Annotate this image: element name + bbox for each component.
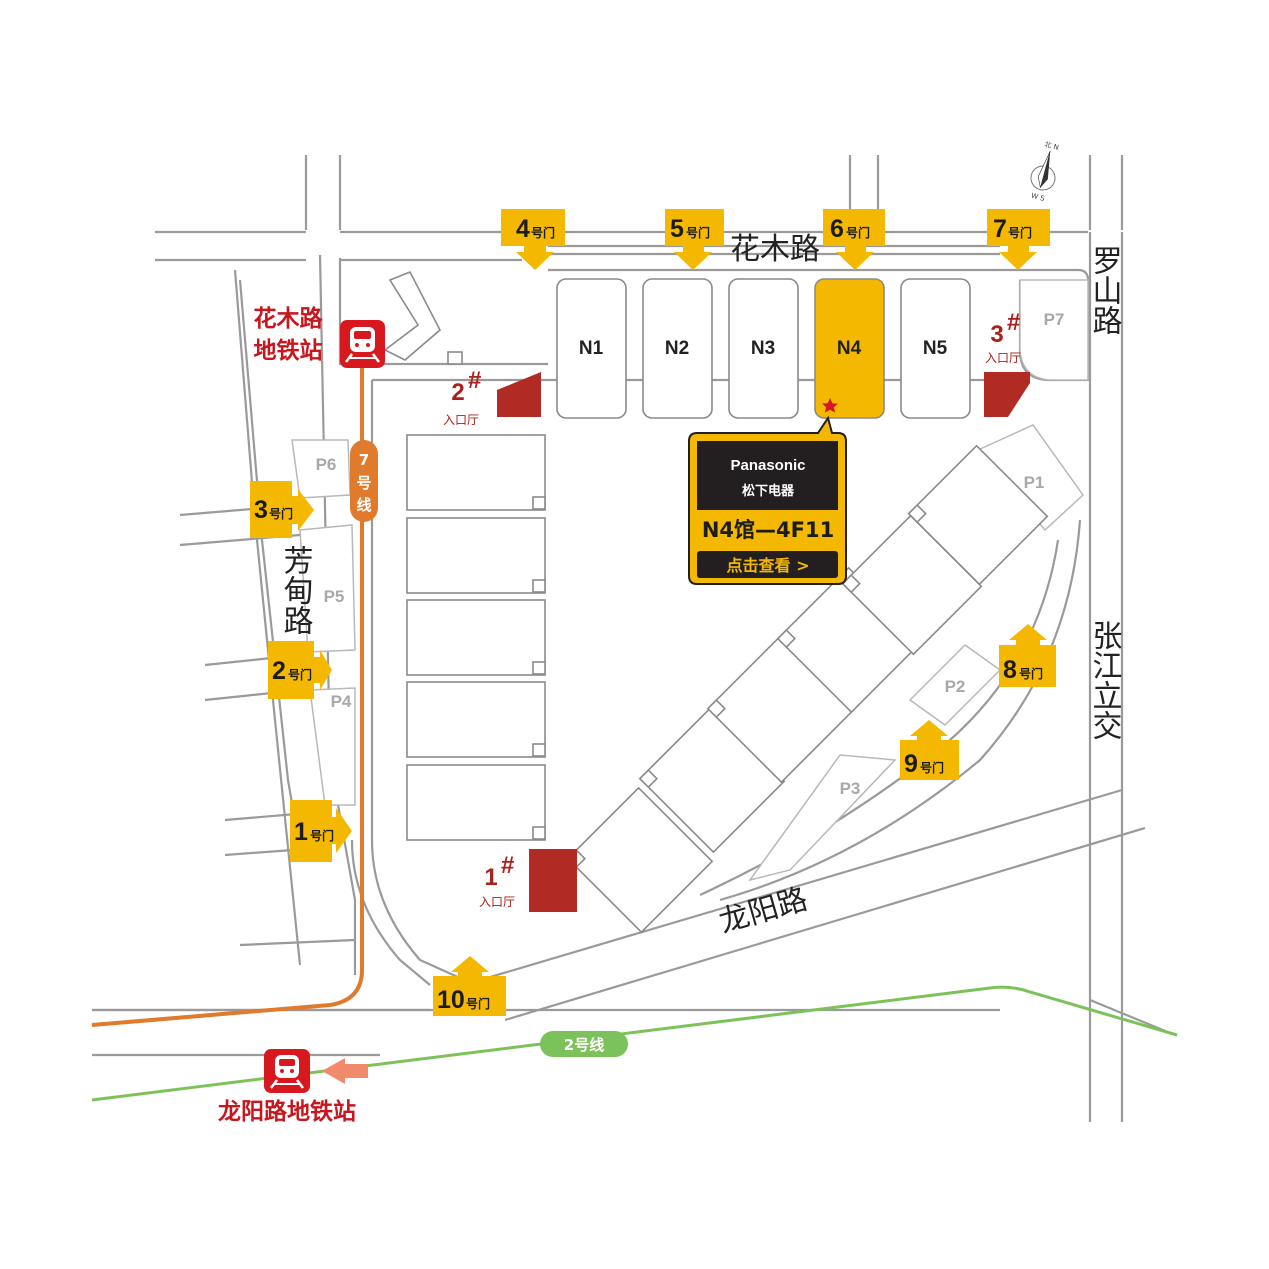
gate-6-suffix: 号门 [846,225,870,240]
gate-9-number: 9 [904,750,918,778]
gate-4[interactable]: 4 号门 [501,209,565,270]
entrance-2-building [497,372,541,417]
hall-n2-label: N2 [665,338,689,359]
compass-icon: 北 N W S [1030,140,1060,203]
hall-n1 [556,278,627,419]
west-halls [406,434,546,841]
entrance-2-mark: # [468,367,481,394]
gate-8[interactable]: 8 号门 [999,624,1056,687]
hall-n2 [642,278,713,419]
gate-6-number: 6 [830,215,844,243]
hall-n1-label: N1 [579,338,604,359]
hall-n5 [900,278,971,419]
road-label-luoshan: 罗山路 [1087,245,1122,335]
parking-p6: P6 [316,455,337,474]
huamu-station-name-2: 地铁站 [254,338,323,364]
entrance-halls [497,372,1030,912]
gate-4-suffix: 号门 [531,225,555,240]
entrance-1-number: 1 [484,864,497,891]
gate-1-number: 1 [294,818,308,846]
gate-3-suffix: 号门 [269,506,293,521]
line-7-badge-text-2: 线 [356,496,371,514]
longyang-station[interactable] [264,1049,310,1093]
brand-chinese-name: 松下电器 [742,483,795,499]
entrance-3-mark: # [1007,309,1020,336]
gate-4-number: 4 [516,215,530,243]
east-halls [566,444,1049,934]
line-7-badge: 7 号 线 [350,440,378,522]
entrance-3-building [984,372,1030,417]
gate-3[interactable]: 3 号门 [250,481,314,538]
gate-2-suffix: 号门 [288,667,312,682]
booth-callout[interactable]: Panasonic 松下电器 N4馆—4F11 点击查看 > [688,415,847,585]
gate-5-suffix: 号门 [686,225,710,240]
view-details-label: 点击查看 > [727,556,810,575]
compass-south: W S [1030,192,1046,203]
north-halls [556,278,971,419]
parking-p4: P4 [331,692,352,711]
panasonic-logo: Panasonic [730,457,805,474]
gate-10-number: 10 [437,986,465,1014]
hall-n5-label: N5 [923,338,948,359]
compass-north: 北 N [1044,140,1060,151]
entrance-1-label: 入口厅 [479,895,515,909]
gate-10[interactable]: 10 号门 [433,956,506,1016]
parking-lots [291,279,1089,882]
booth-number: N4馆—4F11 [702,518,834,542]
entrance-3-number: 3 [990,321,1003,348]
view-details-button[interactable]: 点击查看 > [697,551,838,578]
gate-6[interactable]: 6 号门 [823,209,885,270]
road-label-huamu: 花木路 [730,232,820,267]
longyang-station-name: 龙阳路地铁站 [218,1098,356,1125]
line-2-badge-text: 2号线 [564,1036,604,1054]
entrance-2-number: 2 [451,379,464,406]
gate-5-number: 5 [670,215,684,243]
gate-10-suffix: 号门 [466,996,490,1011]
parking-p1: P1 [1024,473,1045,492]
booth-star-icon [822,398,838,413]
entrance-2-label: 入口厅 [443,413,479,427]
gate-7[interactable]: 7 号门 [987,209,1050,270]
parking-p7: P7 [1044,310,1065,329]
station-building [383,270,463,365]
parking-p2: P2 [945,677,966,696]
entrance-1-building [529,849,577,912]
hall-n4-label: N4 [837,338,862,359]
entrance-1-mark: # [501,852,514,879]
parking-p3: P3 [840,779,861,798]
road-label-zhangjiang: 张江立交 [1087,620,1122,740]
hall-n4 [814,278,885,419]
gate-8-suffix: 号门 [1019,666,1043,681]
huamu-station[interactable] [340,320,385,368]
direction-arrow-icon [322,1058,368,1084]
hall-n3 [728,278,799,419]
hall-n3-label: N3 [751,338,775,359]
gate-2-number: 2 [272,657,286,685]
entrance-3-label: 入口厅 [985,351,1021,365]
gate-3-number: 3 [254,496,268,524]
line-7-badge-number: 7 [359,451,369,469]
metro-line-2 [91,985,1178,1102]
gate-8-number: 8 [1003,656,1017,684]
metro-line-7 [91,365,364,1027]
line-7-badge-text-1: 号 [356,474,371,492]
road-label-fangdian: 芳甸路 [278,545,314,635]
gate-1-suffix: 号门 [310,828,334,843]
gate-2[interactable]: 2 号门 [268,641,332,699]
gate-7-suffix: 号门 [1008,225,1032,240]
gate-1[interactable]: 1 号门 [290,800,352,862]
gate-5[interactable]: 5 号门 [665,209,724,270]
huamu-station-name-1: 花木路 [254,305,324,332]
parking-p5: P5 [324,587,345,606]
gate-9[interactable]: 9 号门 [900,720,959,780]
line-2-badge: 2号线 [540,1031,628,1057]
gate-9-suffix: 号门 [920,760,944,775]
gate-7-number: 7 [993,215,1007,243]
